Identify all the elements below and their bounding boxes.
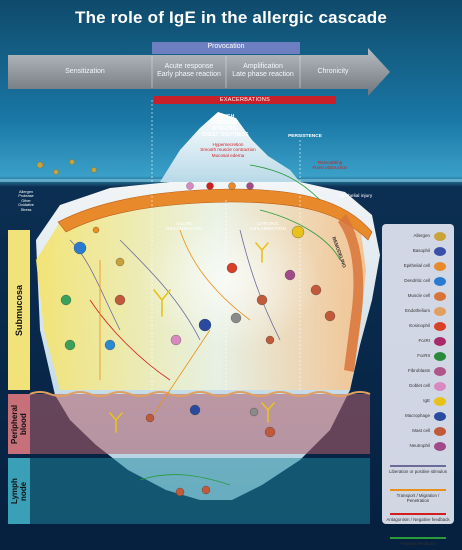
allergen-labels: Allergen Protease Other Oxidative Stress <box>6 190 46 212</box>
legend-note: Liberation or positive stimulus <box>389 469 447 474</box>
fibroblast-icon <box>434 367 446 376</box>
zone-submucosa: Submucosa <box>14 284 24 336</box>
timeline-arrow <box>8 48 390 96</box>
allergen-label: Other <box>21 198 31 203</box>
blood-region <box>30 394 370 454</box>
tip-effect: Mucosal edema <box>211 152 245 158</box>
allergen-particles <box>36 159 97 175</box>
allergen-icon <box>434 232 446 241</box>
ige-icon <box>434 397 446 406</box>
muscle-cell-icon <box>434 292 446 301</box>
legend-label: Endothelium <box>404 308 430 313</box>
legend-arrow-line <box>390 537 446 539</box>
allergen-label: Stress <box>20 207 32 212</box>
legend-label: FcεRII <box>417 353 430 358</box>
endothelium-icon <box>434 307 446 316</box>
legend-note: Transport / Migration / Penetration <box>396 493 440 504</box>
allergen-label: Oxidative <box>18 203 34 208</box>
ige-antibodies <box>109 242 275 433</box>
dendritic-cell-icon <box>434 277 446 286</box>
symptoms-list: COUGH DYSPNOEA WHEEZING CHEST TIGHTNESS <box>190 114 260 138</box>
legend-label: Fibroblasts <box>407 368 430 373</box>
eosinophil-icon <box>434 322 446 331</box>
legend-label: Neutrophil <box>409 443 430 448</box>
exacerbations-bar: EXACERBATIONS <box>154 96 336 104</box>
neutrophil-icon <box>434 442 446 451</box>
legend-label: Dendritic cell <box>404 278 430 283</box>
fceri-icon <box>434 337 446 346</box>
legend-arrow-line <box>390 489 446 491</box>
symptom: WHEEZING <box>211 126 239 132</box>
pathway-arrows <box>69 164 341 486</box>
fcerii-icon <box>434 352 446 361</box>
legend-label: IgE <box>423 398 430 403</box>
zone-lymph-node: Lymph node <box>10 478 28 504</box>
phase-chronicity: Chronicity <box>317 68 349 75</box>
chronic-inflammation-label: CHRONIC INFLAMMATION <box>250 222 286 233</box>
remodeling-effect: Remodeling <box>317 160 343 165</box>
lymph-region <box>30 458 370 524</box>
legend-label: Goblet cell <box>408 383 430 388</box>
allergen-label: Allergen <box>19 190 33 194</box>
persistence-label: PERSISTENCE <box>288 134 322 139</box>
allergen-label: Protease <box>18 194 34 199</box>
symptom: COUGH <box>215 114 235 120</box>
legend-label: FcεRI <box>418 338 430 343</box>
legend-note: Positive feedback <box>400 541 436 546</box>
tip-effects: Hypersecretion Smooth muscle contraction… <box>190 142 266 158</box>
basophil-icon <box>434 247 446 256</box>
blood-band <box>8 394 30 454</box>
page-title: The role of IgE in the allergic cascade <box>74 8 387 27</box>
legend-label: Muscle cell <box>407 293 430 298</box>
phase-amplification: Amplification Late phase reaction <box>232 63 294 78</box>
remodeling-effect: Fixed obstruction <box>312 165 348 171</box>
legend-arrow-line <box>390 513 446 515</box>
symptom: CHEST TIGHTNESS <box>201 132 249 138</box>
legend-arrow-line <box>390 465 446 467</box>
lymph-band <box>8 458 30 524</box>
submucosa-band <box>8 230 30 390</box>
legend-label: Macrophage <box>404 413 430 418</box>
epithelial-injury-label: Epithelial injury <box>340 194 373 199</box>
legend-note: Antagonism / Negative feedback <box>386 517 450 522</box>
remodeling-effects: Remodeling Fixed obstruction <box>302 160 358 171</box>
tip-effect: Hypersecretion <box>212 142 244 147</box>
phase-sensitization: Sensitization <box>65 68 105 75</box>
legend-label: Eosinophil <box>409 323 430 328</box>
cells <box>60 182 336 497</box>
tip-effect: Smooth muscle contraction <box>200 147 256 153</box>
legend-label: Basophil <box>412 248 430 253</box>
phase-acute: Acute response Early phase reaction <box>157 63 221 78</box>
provocation-band: Provocation <box>152 42 300 54</box>
acute-inflammation-label: ACUTE INFLAMMATION <box>166 222 202 233</box>
smooth-muscle-layer <box>338 214 364 372</box>
symptom: DYSPNOEA <box>210 120 240 126</box>
iceberg-tip <box>160 112 300 182</box>
epithelial-cell-icon <box>434 262 446 271</box>
legend-label: Epithelial cell <box>403 263 430 268</box>
blood-vessel <box>29 391 371 397</box>
mast-cell-icon <box>434 427 446 436</box>
zone-peripheral-blood: Peripheral blood <box>10 404 28 444</box>
epithelium-layer <box>57 188 373 241</box>
macrophage-icon <box>434 412 446 421</box>
goblet-cell-icon <box>434 382 446 391</box>
legend-label: Mast cell <box>412 428 430 433</box>
legend-label: Allergen <box>413 233 430 238</box>
